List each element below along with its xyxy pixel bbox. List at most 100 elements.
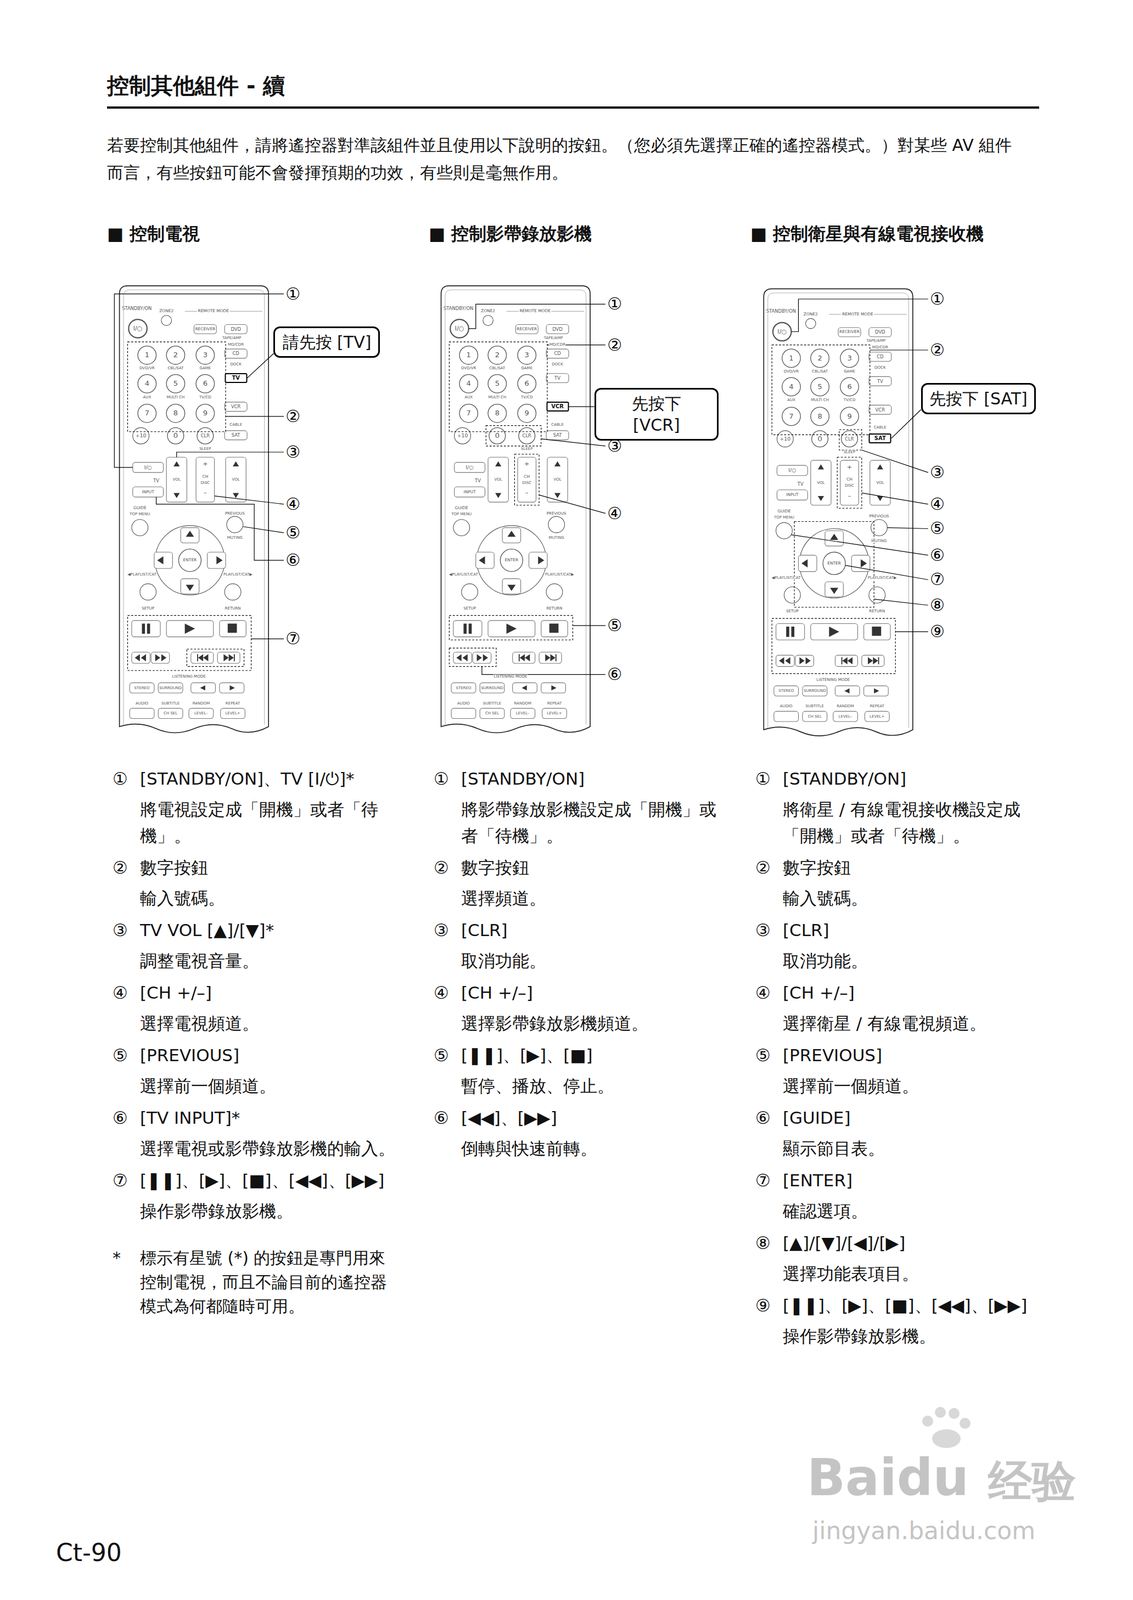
button-label: DISC bbox=[844, 484, 855, 489]
button-label: +10 bbox=[779, 436, 792, 442]
item-number: ⑤ bbox=[755, 1042, 783, 1100]
round-button bbox=[459, 346, 478, 365]
button-label: TV/CD bbox=[843, 398, 857, 403]
highlight-frame bbox=[449, 615, 573, 641]
item-list: ①[STANDBY/ON]將衛星 / 有線電視接收機設定成「開機」或者「待機」。… bbox=[755, 765, 1085, 1356]
button-label: VOL bbox=[875, 480, 885, 485]
button-label: RECEIVER bbox=[838, 330, 861, 335]
button-label: – bbox=[524, 490, 530, 497]
key-button bbox=[840, 460, 859, 506]
button-label: 0 bbox=[172, 432, 179, 440]
key-button bbox=[224, 349, 248, 359]
button-label: 8 bbox=[172, 410, 179, 418]
leader-line bbox=[156, 497, 285, 561]
item-heading: [CH +/–] bbox=[139, 979, 398, 1007]
key-button bbox=[224, 430, 248, 441]
item-body: [CH +/–]選擇衛星 / 有線電視頻道。 bbox=[782, 979, 1041, 1037]
item-body: [STANDBY/ON]將衛星 / 有線電視接收機設定成「開機」或者「待機」。 bbox=[782, 765, 1041, 850]
button-label: RANDOM bbox=[513, 701, 533, 706]
list-item: ④[CH +/–]選擇影帶錄放影機頻道。 bbox=[433, 979, 764, 1037]
paw-toe bbox=[959, 1418, 971, 1430]
key-button bbox=[158, 708, 183, 720]
button-label: 4 bbox=[788, 383, 794, 391]
button-label: + bbox=[523, 461, 530, 468]
item-number: ① bbox=[433, 765, 462, 850]
round-button bbox=[782, 407, 801, 426]
item-body: [◀◀]、[▶▶]倒轉與快速前轉。 bbox=[461, 1105, 720, 1163]
item-heading: [❚❚]、[▶]、[■]、[◀◀]、[▶▶] bbox=[139, 1167, 398, 1194]
node-text: SAT bbox=[872, 435, 889, 442]
highlight-frame bbox=[449, 341, 548, 433]
list-item: ③TV VOL [▲]/[▼]*調整電視音量。 bbox=[112, 917, 442, 975]
callout-number: ⑥ bbox=[929, 547, 945, 564]
button-label: ◀PLAYLIST/CAT bbox=[771, 575, 802, 580]
round-button bbox=[841, 430, 858, 448]
round-button bbox=[868, 587, 886, 604]
paw-toe bbox=[922, 1416, 934, 1428]
node-text: 請先按 [TV] bbox=[281, 331, 372, 353]
button-label: AUX bbox=[142, 395, 152, 400]
button-label: DVD bbox=[230, 327, 241, 332]
button-label: 5 bbox=[816, 383, 823, 391]
button-label: GUIDE bbox=[454, 506, 469, 511]
item-description: 選擇前一個頻道。 bbox=[139, 1073, 398, 1100]
callout-number: ④ bbox=[607, 505, 622, 523]
button-label: LEVEL+ bbox=[224, 711, 241, 716]
item-body: 數字按鈕輸入號碼。 bbox=[139, 854, 398, 912]
button-label: RECEIVER bbox=[515, 327, 538, 332]
button-label: SETUP bbox=[462, 606, 477, 611]
leader-line bbox=[251, 638, 285, 640]
list-item: ⑤[PREVIOUS] 選擇前一個頻道。 bbox=[755, 1042, 1085, 1100]
button-label: 2 bbox=[494, 351, 501, 360]
highlight-frame bbox=[449, 648, 497, 667]
list-item: ⑥[◀◀]、[▶▶]倒轉與快速前轉。 bbox=[433, 1105, 764, 1163]
list-item: ①[STANDBY/ON]將衛星 / 有線電視接收機設定成「開機」或者「待機」。 bbox=[755, 765, 1085, 850]
round-button bbox=[782, 377, 801, 396]
list-item: ⑥[TV INPUT]*選擇電視或影帶錄放影機的輸入。 bbox=[112, 1105, 442, 1163]
leader-line bbox=[845, 565, 929, 580]
button-label: MD/CDR bbox=[548, 342, 566, 347]
button-label: LEVEL– bbox=[838, 714, 854, 719]
item-number: ⑦ bbox=[112, 1167, 140, 1225]
item-body: [GUIDE]顯示節目表。 bbox=[782, 1105, 1041, 1163]
watermark: 经验 bbox=[988, 1460, 1076, 1505]
button-label: AUX bbox=[786, 398, 796, 403]
item-heading: [ENTER] bbox=[782, 1167, 1041, 1194]
button-label: 3 bbox=[202, 351, 209, 360]
watermark: jingyan.baidu.com bbox=[812, 1519, 1036, 1544]
button-label: REMOTE MODE bbox=[197, 309, 230, 314]
round-button bbox=[782, 349, 801, 368]
leader-line bbox=[541, 439, 606, 447]
key-button bbox=[868, 327, 892, 338]
item-heading: [CH +/–] bbox=[782, 979, 1041, 1007]
button-label: TV bbox=[797, 481, 805, 486]
item-description: 選擇前一個頻道。 bbox=[782, 1073, 1041, 1100]
intro-paragraph: 若要控制其他組件，請將遙控器對準該組件並且使用以下說明的按鈕。（您必須先選擇正確… bbox=[107, 131, 1019, 187]
round-button bbox=[166, 374, 185, 394]
item-number: ④ bbox=[755, 979, 783, 1037]
round-button bbox=[776, 522, 793, 540]
button-label: 6 bbox=[524, 380, 530, 388]
button-label: MUTING bbox=[548, 536, 565, 541]
key-button bbox=[510, 708, 536, 720]
item-body: [PREVIOUS] 選擇前一個頻道。 bbox=[782, 1042, 1041, 1100]
highlight-frame bbox=[771, 345, 871, 436]
callout-number: ⑥ bbox=[607, 666, 622, 683]
item-heading: [❚❚]、[▶]、[■]、[◀◀]、[▶▶] bbox=[782, 1292, 1041, 1320]
round-button bbox=[488, 404, 507, 423]
item-number: ④ bbox=[433, 979, 462, 1037]
button-label: VOL bbox=[172, 478, 182, 482]
item-heading: [CH +/–] bbox=[461, 979, 720, 1007]
button-label: REPEAT bbox=[869, 704, 885, 709]
key-button bbox=[454, 462, 486, 474]
button-label: 2 bbox=[816, 354, 823, 362]
button-label: I/○ bbox=[132, 325, 144, 332]
round-button bbox=[161, 315, 172, 327]
key-button bbox=[131, 652, 150, 664]
item-heading: [PREVIOUS] bbox=[782, 1042, 1041, 1069]
button-label: I/○ bbox=[787, 468, 797, 474]
key-button bbox=[515, 324, 538, 334]
button-label: 3 bbox=[524, 351, 530, 360]
item-number: ⑧ bbox=[755, 1230, 783, 1288]
highlight-frame bbox=[186, 649, 244, 667]
